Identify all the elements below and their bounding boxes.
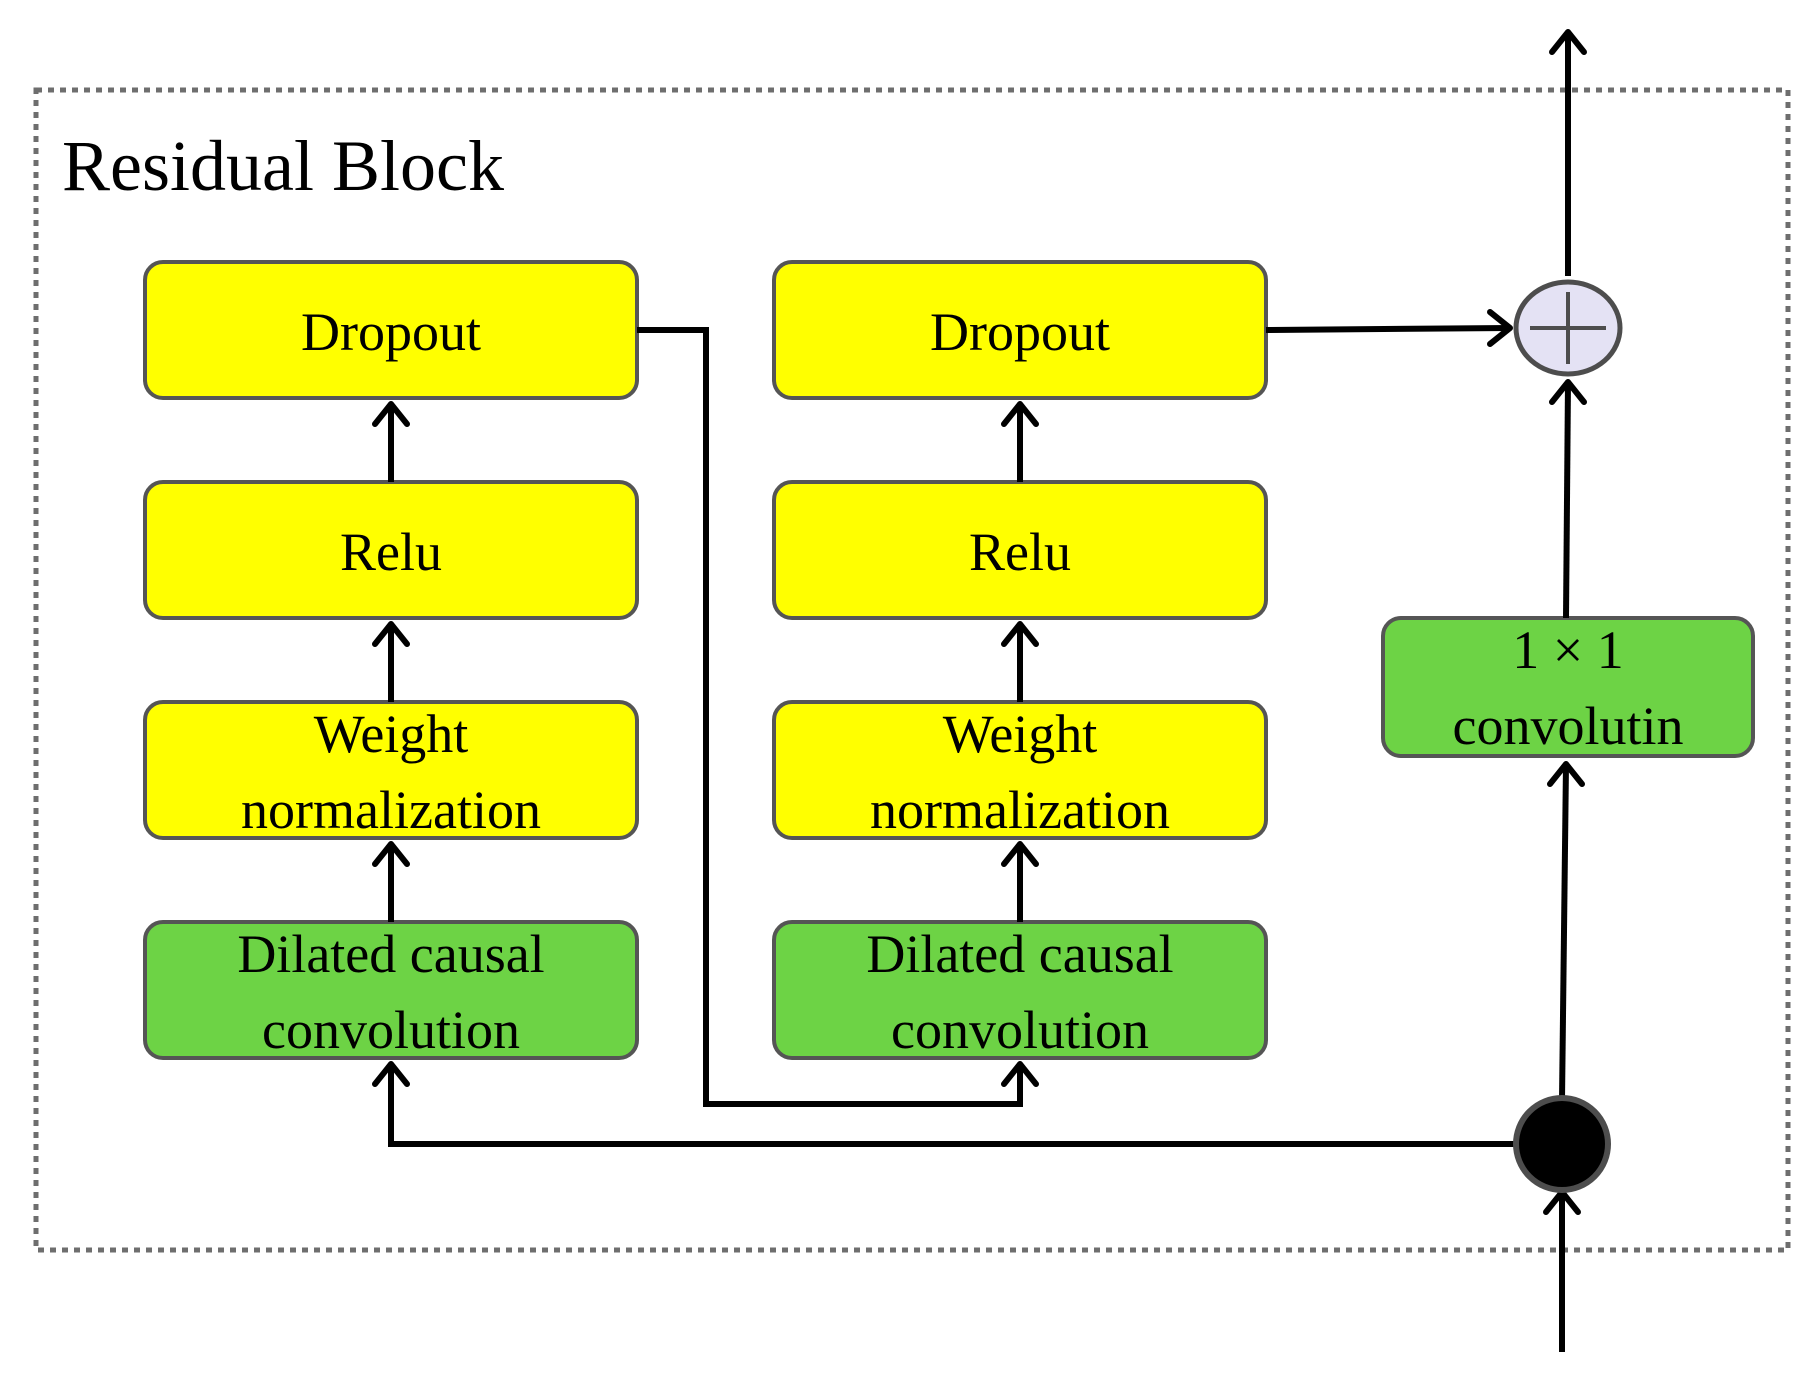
right-relu-label: Relu [969,522,1071,582]
plus-icon [1513,279,1623,377]
right-dilated-conv-line1: Dilated causal [866,924,1173,984]
left-relu-box: Relu [143,480,639,620]
left-dropout-label: Dropout [301,302,481,362]
right-weight-norm-box: Weight normalization [772,700,1268,840]
block-output-arrow [1549,29,1587,276]
left-column-arrows [372,401,410,922]
left-relu-label: Relu [340,522,442,582]
right-weight-norm-line2: normalization [870,780,1170,840]
left-dilated-conv-line2: convolution [262,1000,520,1060]
residual-block-frame [33,87,1791,1253]
right-weight-norm-line1: Weight [943,704,1098,764]
right-dropout-box: Dropout [772,260,1268,400]
dot-to-shortcut-arrow [1547,761,1585,1101]
shortcut-to-adder-arrow [1549,379,1587,619]
left-dropout-box: Dropout [143,260,639,400]
black-dot-icon [1513,1095,1611,1193]
right-relu-box: Relu [772,480,1268,620]
dropout-to-adder-arrow [1265,309,1513,347]
left-weight-norm-line1: Weight [314,704,469,764]
right-dilated-conv-line2: convolution [891,1000,1149,1060]
inter-column-connector [637,327,1039,1107]
right-dropout-label: Dropout [930,302,1110,362]
left-dilated-conv-box: Dilated causal convolution [143,920,639,1060]
shortcut-conv-box: 1 × 1 convolutin [1381,616,1755,758]
block-title: Residual Block [62,126,504,206]
right-column-arrows [1001,401,1039,922]
left-weight-norm-line2: normalization [241,780,541,840]
block-input-arrow [1543,1189,1581,1352]
shortcut-conv-line2: convolutin [1453,696,1684,756]
left-dilated-conv-line1: Dilated causal [237,924,544,984]
input-to-left-connector [372,1061,1560,1147]
right-dilated-conv-box: Dilated causal convolution [772,920,1268,1060]
shortcut-conv-line1: 1 × 1 [1512,620,1623,680]
left-weight-norm-box: Weight normalization [143,700,639,840]
